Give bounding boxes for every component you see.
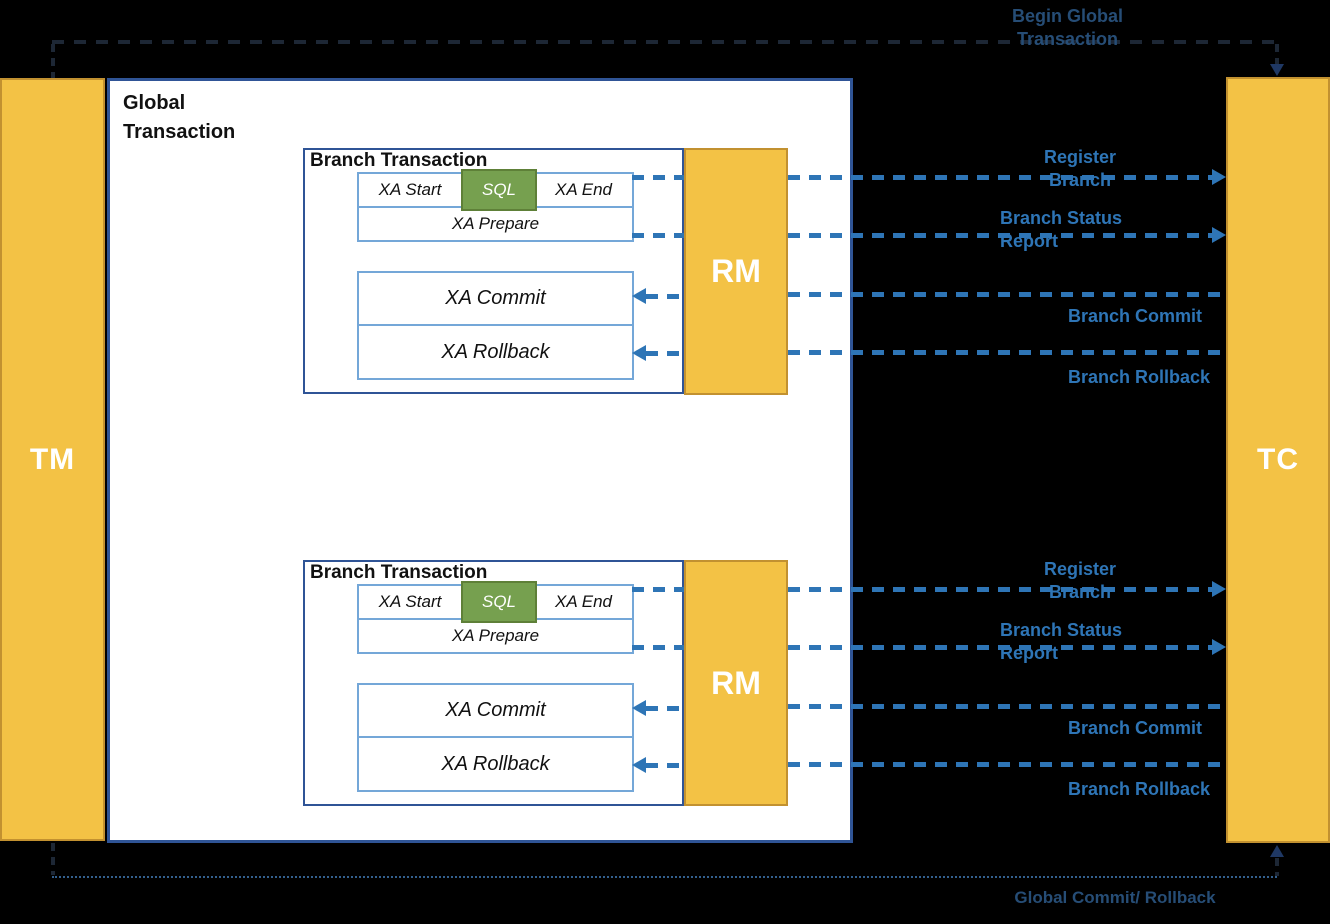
arrow-left-icon — [632, 345, 646, 361]
tc-bottom-connector-line — [1275, 858, 1279, 876]
arrow-right-icon — [1212, 169, 1226, 185]
branch-1-start-row: XA Start SQL XA End — [357, 169, 634, 211]
begin-global-transaction-label: Begin Global Transaction — [1011, 6, 1123, 50]
xa-end-box: XA End — [533, 584, 634, 620]
branch-2-start-row: XA Start SQL XA End — [357, 581, 634, 623]
branch-transaction-2-title: Branch Transaction — [310, 562, 488, 583]
arrow-up-icon — [1270, 845, 1284, 857]
tc-box: TC — [1226, 77, 1330, 843]
branch-transaction-1-box: Branch Transaction XA Start SQL XA End X… — [303, 148, 684, 394]
tm-bottom-connector-line — [51, 843, 55, 875]
register-branch-2-line — [632, 587, 684, 592]
arrow-left-icon — [632, 700, 646, 716]
xa-rollback-box: XA Rollback — [357, 324, 634, 380]
tc-label: TC — [1257, 443, 1299, 476]
branch-2-phase1-stack: XA Start SQL XA End XA Prepare — [357, 581, 634, 654]
register-branch-2-label: Register Branch — [1043, 559, 1117, 603]
xa-prepare-box: XA Prepare — [357, 206, 634, 242]
global-commit-rollback-line — [52, 876, 1277, 878]
branch-rollback-2-line — [788, 762, 1226, 767]
branch-rollback-1-line — [788, 350, 1226, 355]
rm-label: RM — [711, 253, 761, 289]
branch-status-report-1-line — [632, 233, 684, 238]
branch-status-report-2-line — [788, 645, 1212, 650]
branch-rollback-1-label: Branch Rollback — [1068, 367, 1211, 387]
branch-rollback-1-line — [646, 351, 684, 356]
branch-commit-2-line — [788, 704, 1226, 709]
register-branch-1-line — [788, 175, 1212, 180]
global-transaction-title: Global Transaction — [123, 92, 236, 143]
xa-commit-box: XA Commit — [357, 683, 634, 738]
branch-status-report-1-label: Branch Status Report — [1000, 208, 1123, 252]
register-branch-2-line — [788, 587, 1212, 592]
branch-status-report-2-line — [632, 645, 684, 650]
register-branch-1-line — [632, 175, 684, 180]
sql-box: SQL — [461, 581, 537, 623]
xa-prepare-box: XA Prepare — [357, 618, 634, 654]
rm-1-box: RM — [684, 148, 788, 395]
xa-start-box: XA Start — [357, 584, 463, 620]
branch-commit-2-line — [646, 706, 684, 711]
sql-box: SQL — [461, 169, 537, 211]
branch-status-report-2-label: Branch Status Report — [1000, 620, 1123, 664]
begin-global-transaction-line — [52, 40, 1277, 44]
branch-commit-1-line — [646, 294, 684, 299]
branch-1-phase1-stack: XA Start SQL XA End XA Prepare — [357, 169, 634, 242]
xa-start-box: XA Start — [357, 172, 463, 208]
tc-top-connector-line — [1275, 44, 1279, 66]
arrow-right-icon — [1212, 227, 1226, 243]
tm-box: TM — [0, 78, 105, 841]
arrow-right-icon — [1212, 581, 1226, 597]
tm-top-connector-line — [51, 44, 55, 78]
branch-transaction-2-box: Branch Transaction XA Start SQL XA End X… — [303, 560, 684, 806]
xa-commit-box: XA Commit — [357, 271, 634, 326]
arrow-right-icon — [1212, 639, 1226, 655]
arrow-left-icon — [632, 288, 646, 304]
branch-transaction-1-title: Branch Transaction — [310, 150, 488, 171]
tm-label: TM — [29, 442, 76, 476]
global-commit-rollback-label: Global Commit/ Rollback — [1014, 888, 1216, 907]
register-branch-1-label: Register Branch — [1043, 147, 1117, 191]
rm-label: RM — [711, 664, 761, 701]
arrow-down-icon — [1270, 64, 1284, 76]
arrow-left-icon — [632, 757, 646, 773]
branch-commit-1-line — [788, 292, 1226, 297]
branch-commit-1-label: Branch Commit — [1068, 306, 1203, 326]
branch-status-report-1-line — [788, 233, 1212, 238]
branch-rollback-2-label: Branch Rollback — [1068, 779, 1211, 799]
xa-rollback-box: XA Rollback — [357, 736, 634, 792]
branch-rollback-2-line — [646, 763, 684, 768]
xa-end-box: XA End — [533, 172, 634, 208]
branch-commit-2-label: Branch Commit — [1068, 718, 1203, 738]
rm-2-box: RM — [684, 560, 788, 806]
